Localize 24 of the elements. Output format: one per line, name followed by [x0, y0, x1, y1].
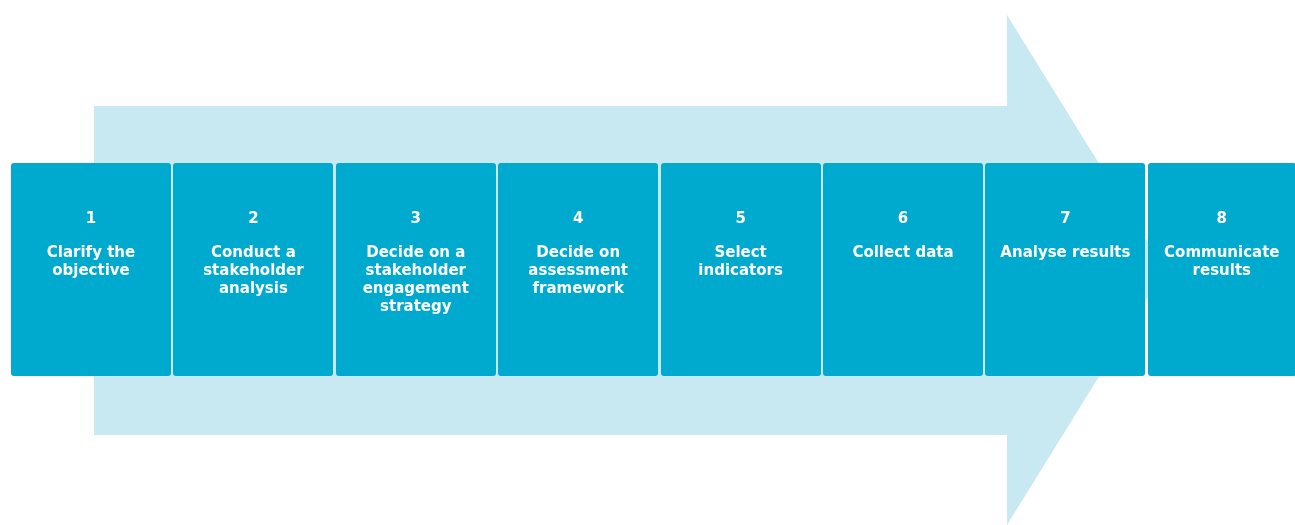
- step-number: 7: [1060, 209, 1071, 227]
- step-box: [823, 163, 983, 376]
- step-title: Select indicators: [697, 243, 784, 279]
- step-title: Analyse results: [999, 243, 1132, 261]
- step-box: [11, 163, 171, 376]
- step-number: 8: [1216, 209, 1227, 227]
- step-box: [498, 163, 659, 376]
- step-number: 3: [410, 209, 421, 227]
- step-box: [660, 163, 821, 376]
- step-title: Collect data: [851, 243, 955, 261]
- step-title: Decide on a stakeholder engagement strategy: [361, 243, 470, 315]
- step-box: [985, 163, 1146, 376]
- step-number: 2: [248, 209, 259, 227]
- step-number: 1: [85, 209, 97, 227]
- step-number: 4: [572, 209, 584, 227]
- step-number: 5: [735, 209, 746, 227]
- step-box: [1147, 163, 1295, 376]
- step-box: [173, 163, 334, 376]
- step-number: 6: [897, 209, 909, 227]
- step-title: Decide on assessment framework: [527, 243, 629, 297]
- step-box: [335, 163, 496, 376]
- step-title: Conduct a stakeholder analysis: [202, 243, 305, 297]
- step-title: Clarify the objective: [45, 243, 137, 279]
- step-title: Communicate results: [1163, 243, 1281, 279]
